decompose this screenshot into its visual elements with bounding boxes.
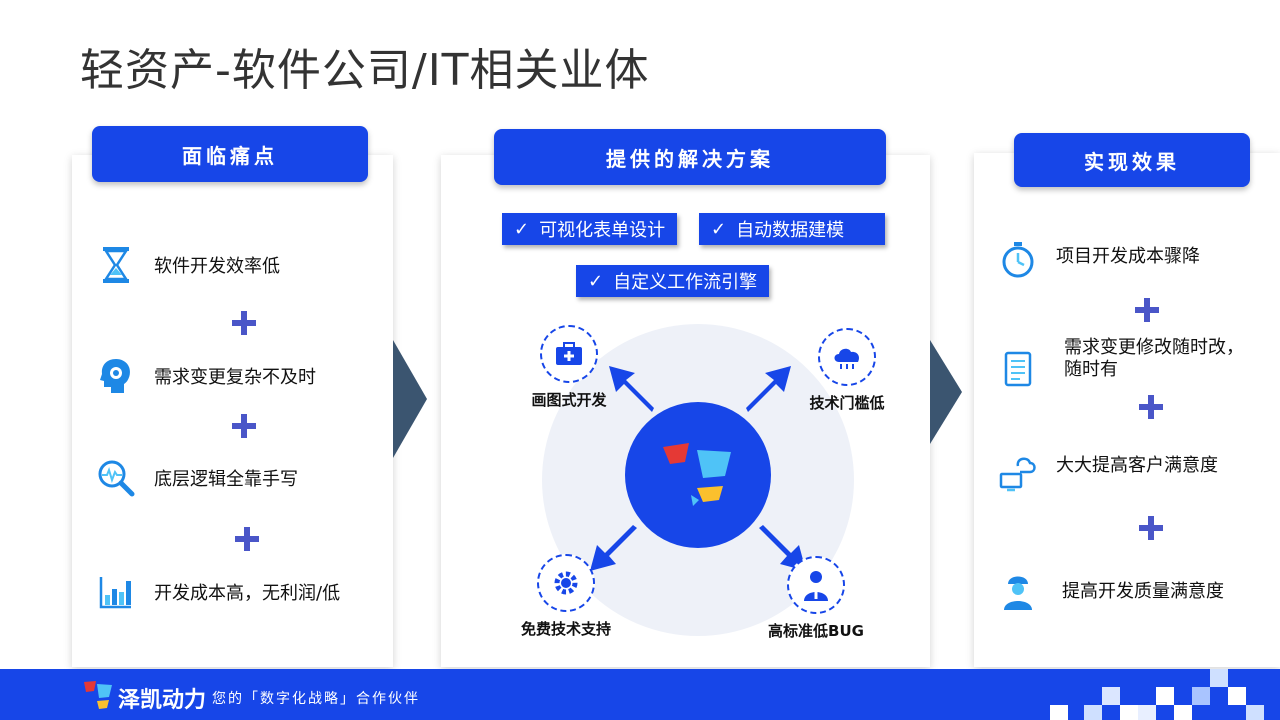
bar-chart-icon: [96, 572, 136, 612]
plus-icon: [1135, 298, 1159, 322]
check-item-2-label: 自动数据建模: [736, 220, 845, 241]
footer-pixel-decoration: [1050, 669, 1264, 720]
result-item-1-label: 项目开发成本骤降: [1056, 246, 1200, 267]
worker-icon: [998, 570, 1038, 610]
document-list-icon: [998, 349, 1038, 389]
node-low-barrier-label: 技术门槛低: [809, 394, 885, 412]
plus-icon: [235, 527, 259, 551]
result-item-2-label-line2: 随时有: [1064, 359, 1118, 380]
result-item-4: 提高开发质量满意度: [998, 570, 1224, 610]
pain-item-3: 底层逻辑全靠手写: [96, 458, 298, 498]
brand-logo-icon: [84, 681, 112, 709]
result-item-4-label: 提高开发质量满意度: [1062, 581, 1224, 602]
pain-item-4-label: 开发成本高，无利润/低: [154, 583, 341, 604]
check-item-3: ✓ 自定义工作流引擎: [576, 265, 770, 297]
pain-item-1-label: 软件开发效率低: [154, 256, 280, 277]
pain-item-2-label: 需求变更复杂不及时: [154, 367, 316, 388]
toolbox-icon: [540, 325, 598, 383]
pain-points-header: 面临痛点: [92, 126, 368, 182]
stopwatch-icon: [998, 240, 1038, 280]
node-drawing-dev-label: 画图式开发: [531, 391, 607, 409]
magnifier-pulse-icon: [96, 458, 136, 498]
solutions-header: 提供的解决方案: [494, 129, 886, 185]
node-free-support-label: 免费技术支持: [520, 620, 611, 638]
node-low-barrier: 技术门槛低: [792, 328, 902, 413]
logo-mark-icon: [663, 443, 731, 506]
check-item-3-label: 自定义工作流引擎: [613, 272, 758, 293]
slide-title: 轻资产-软件公司/IT相关业体: [80, 45, 650, 96]
check-item-1-label: 可视化表单设计: [539, 220, 666, 241]
pain-points-panel: [72, 155, 393, 667]
cloud-icon: [818, 328, 876, 386]
chevron-right-icon: [393, 340, 427, 458]
chevron-right-icon: [930, 340, 962, 444]
result-item-1: 项目开发成本骤降: [998, 240, 1200, 280]
node-low-bug: 高标准低BUG: [756, 556, 876, 641]
arrows: [590, 366, 806, 571]
gear-icon: [537, 554, 595, 612]
pain-item-3-label: 底层逻辑全靠手写: [154, 469, 298, 490]
head-gear-icon: [96, 356, 136, 396]
check-icon: ✓: [711, 218, 727, 240]
footer-brand: 泽凯动力: [118, 688, 207, 713]
results-header: 实现效果: [1014, 133, 1250, 187]
check-item-1: ✓ 可视化表单设计: [502, 213, 678, 245]
result-item-3-label: 大大提高客户满意度: [1056, 455, 1218, 476]
pain-item-4: 开发成本高，无利润/低: [96, 572, 340, 612]
plus-icon: [232, 311, 256, 335]
node-low-bug-label: 高标准低BUG: [768, 622, 864, 640]
node-free-support: 免费技术支持: [506, 554, 626, 639]
result-item-3: 大大提高客户满意度: [998, 452, 1218, 492]
hourglass-icon: [96, 245, 136, 285]
plus-icon: [1139, 395, 1163, 419]
center-logo-circle: [625, 402, 771, 548]
result-item-2: 需求变更修改随时改， 随时有: [998, 337, 1244, 389]
person-info-icon: [787, 556, 845, 614]
cloud-monitor-icon: [998, 452, 1038, 492]
result-item-2-label: 需求变更修改随时改，: [1064, 337, 1244, 358]
check-item-2: ✓ 自动数据建模: [699, 213, 885, 245]
plus-icon: [1139, 516, 1163, 540]
plus-icon: [232, 414, 256, 438]
pain-item-2: 需求变更复杂不及时: [96, 356, 316, 396]
node-drawing-dev: 画图式开发: [514, 325, 624, 410]
footer-slogan: 您的「数字化战略」合作伙伴: [212, 691, 420, 707]
pain-item-1: 软件开发效率低: [96, 245, 280, 285]
check-icon: ✓: [588, 270, 604, 292]
check-icon: ✓: [514, 218, 530, 240]
solution-diagram: [542, 324, 854, 636]
